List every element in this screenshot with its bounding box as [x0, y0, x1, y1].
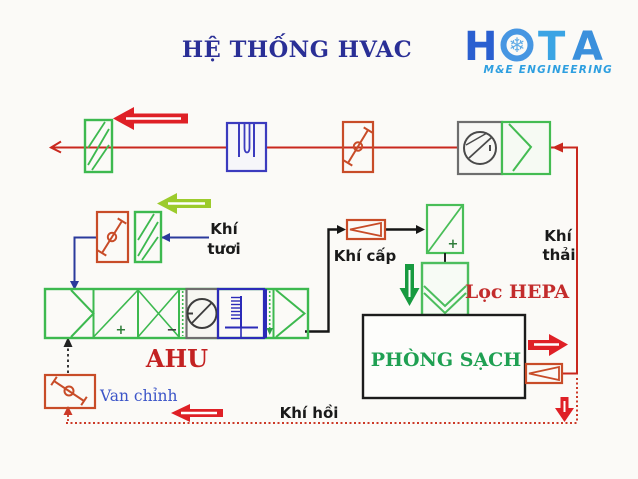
- valve-up-arrowhead-icon: [63, 337, 73, 347]
- room-outlet-arrow-icon: [528, 334, 568, 356]
- adjust-valve-label: Van chỉnh: [99, 387, 178, 405]
- fan-flex-connector: [500, 120, 552, 176]
- page-title: HỆ THỐNG HVAC: [182, 33, 412, 63]
- logo-letter-t: T: [538, 24, 566, 70]
- supply-air-label: Khí cấp: [334, 247, 397, 265]
- ahu-inlet-section: [70, 289, 95, 338]
- exhaust-duct-line: [50, 146, 578, 375]
- return-air-label: Khí hồi: [280, 403, 339, 422]
- ahu-fan: [185, 287, 220, 340]
- exhaust-outlet-arrowhead-icon: [48, 140, 62, 154]
- svg-text:Khí: Khí: [544, 227, 572, 245]
- logo-letter-a: A: [572, 24, 603, 70]
- fan-inlet-arrowhead-icon: [552, 142, 563, 153]
- exhaust-louver: [83, 118, 114, 174]
- hepa-label: Lọc HEPA: [465, 281, 570, 303]
- svg-text:Khí: Khí: [210, 220, 238, 238]
- svg-text:+: +: [116, 323, 127, 338]
- fresh-air-down-arrowhead-icon: [70, 281, 79, 290]
- exhaust-flow-arrow-icon: [113, 107, 188, 130]
- adjust-valve-box: [43, 373, 97, 410]
- silencer: [225, 121, 268, 173]
- fresh-air-label: Khí tươi: [207, 220, 240, 258]
- clean-room-box: [361, 313, 527, 400]
- clean-room-label: PHÒNG SẠCH: [371, 348, 522, 371]
- exhaust-down-arrow-icon: [555, 397, 574, 422]
- supply-damper: [345, 218, 387, 241]
- hota-logo: H ❄ T A M&E ENGINEERING: [464, 24, 613, 76]
- ahu-humidifier: [216, 287, 266, 340]
- return-up-arrowhead-icon: [63, 406, 73, 415]
- electric-heater: +: [425, 203, 465, 255]
- supply-duct-line: [305, 228, 338, 333]
- ahu-cooling-coil: −: [137, 289, 180, 338]
- hepa-flow-arrow-icon: [399, 264, 420, 306]
- ahu-filter: [178, 289, 188, 338]
- svg-text:−: −: [167, 323, 178, 338]
- exhaust-fan: [456, 120, 504, 176]
- svg-text:+: +: [448, 237, 459, 252]
- fresh-air-arrowhead-icon: [161, 233, 170, 242]
- logo-o-ring: [500, 28, 534, 62]
- exhaust-damper: [341, 120, 375, 174]
- supply-arrowhead-icon: [337, 225, 346, 234]
- ahu-outlet-section: [275, 289, 307, 338]
- return-flow-arrow-icon: [171, 404, 223, 422]
- ahu-final-filter: [265, 289, 275, 338]
- logo-tagline: M&E ENGINEERING: [484, 64, 613, 76]
- fresh-air-drop-line: [73, 236, 97, 286]
- hepa-filter-box: [420, 261, 470, 317]
- fresh-air-damper: [95, 210, 130, 264]
- supply-arrowhead-icon-2: [416, 225, 425, 234]
- room-exhaust-damper: [524, 362, 564, 385]
- ahu-box: + −: [43, 287, 310, 340]
- svg-text:tươi: tươi: [207, 240, 240, 258]
- svg-text:thải: thải: [542, 246, 575, 264]
- ahu-label: AHU: [145, 344, 208, 373]
- fresh-air-louver: [133, 210, 163, 264]
- ahu-heating-coil: +: [92, 289, 139, 338]
- fresh-air-arrow-icon: [157, 193, 211, 214]
- exhaust-air-label: Khí thải: [542, 227, 575, 264]
- snowflake-icon: ❄: [509, 33, 526, 57]
- logo-letter-h: H: [464, 24, 497, 70]
